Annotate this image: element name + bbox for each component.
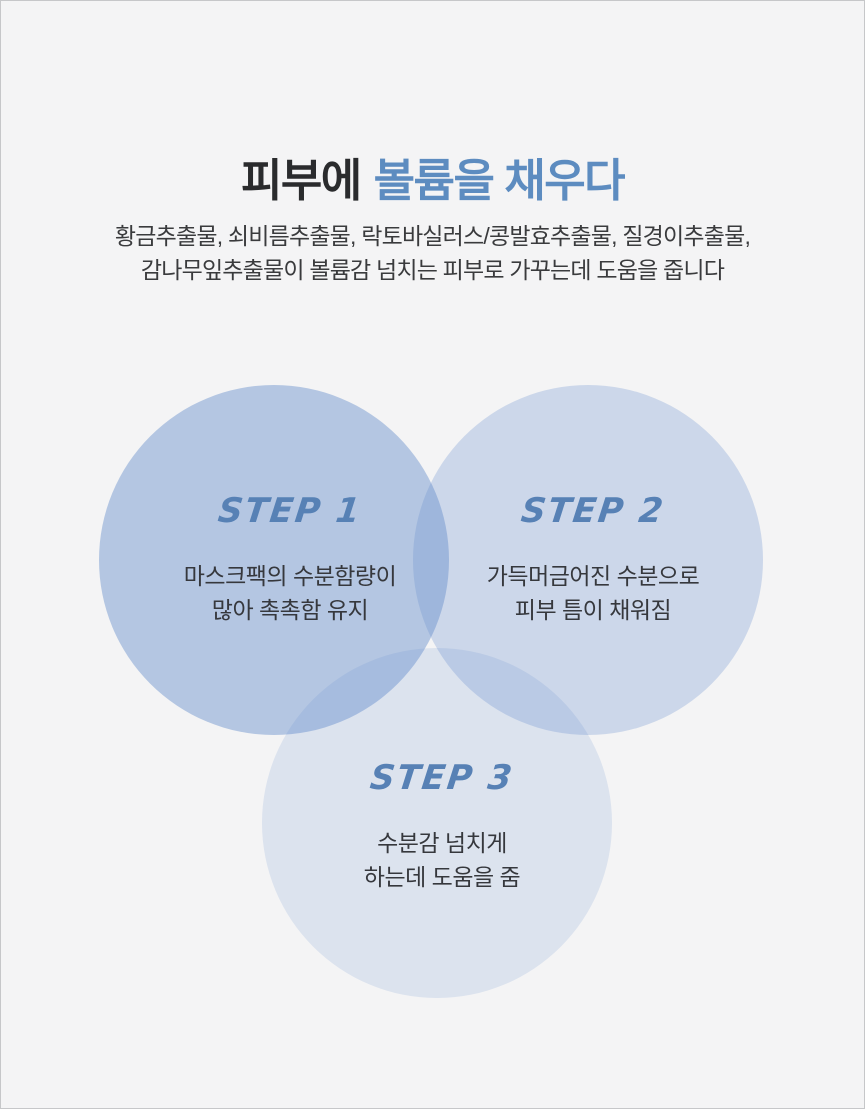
- step3-description: 수분감 넘치게 하는데 도움을 줌: [262, 826, 622, 894]
- subtitle-line-1: 황금추출물, 쇠비름추출물, 락토바실러스/콩발효추출물, 질경이추출물,: [114, 223, 751, 249]
- step1-description: 마스크팩의 수분함량이 많아 촉촉함 유지: [110, 559, 470, 627]
- step2-description: 가득머금어진 수분으로 피부 틈이 채워짐: [413, 559, 773, 627]
- step2-line-1: 가득머금어진 수분으로: [486, 563, 700, 589]
- step3-label: STEP 3: [367, 758, 517, 798]
- page-title-dark: 피부에: [240, 155, 362, 207]
- venn-circle-step1: [99, 385, 449, 735]
- page-title-blue: 볼륨을 채우다: [373, 155, 626, 207]
- step3-line-1: 수분감 넘치게: [377, 830, 507, 856]
- venn-circle-step3: [262, 648, 612, 998]
- page-subtitle: 황금추출물, 쇠비름추출물, 락토바실러스/콩발효추출물, 질경이추출물, 감나…: [0, 219, 865, 287]
- step1-line-2: 많아 촉촉함 유지: [211, 597, 369, 623]
- step3-line-2: 하는데 도움을 줌: [363, 864, 521, 890]
- step2-line-2: 피부 틈이 채워짐: [514, 597, 672, 623]
- step2-label: STEP 2: [518, 491, 668, 531]
- venn-circle-step2: [413, 385, 763, 735]
- subtitle-line-2: 감나무잎추출물이 볼륨감 넘치는 피부로 가꾸는데 도움을 줍니다: [140, 257, 725, 283]
- step1-line-1: 마스크팩의 수분함량이: [183, 563, 397, 589]
